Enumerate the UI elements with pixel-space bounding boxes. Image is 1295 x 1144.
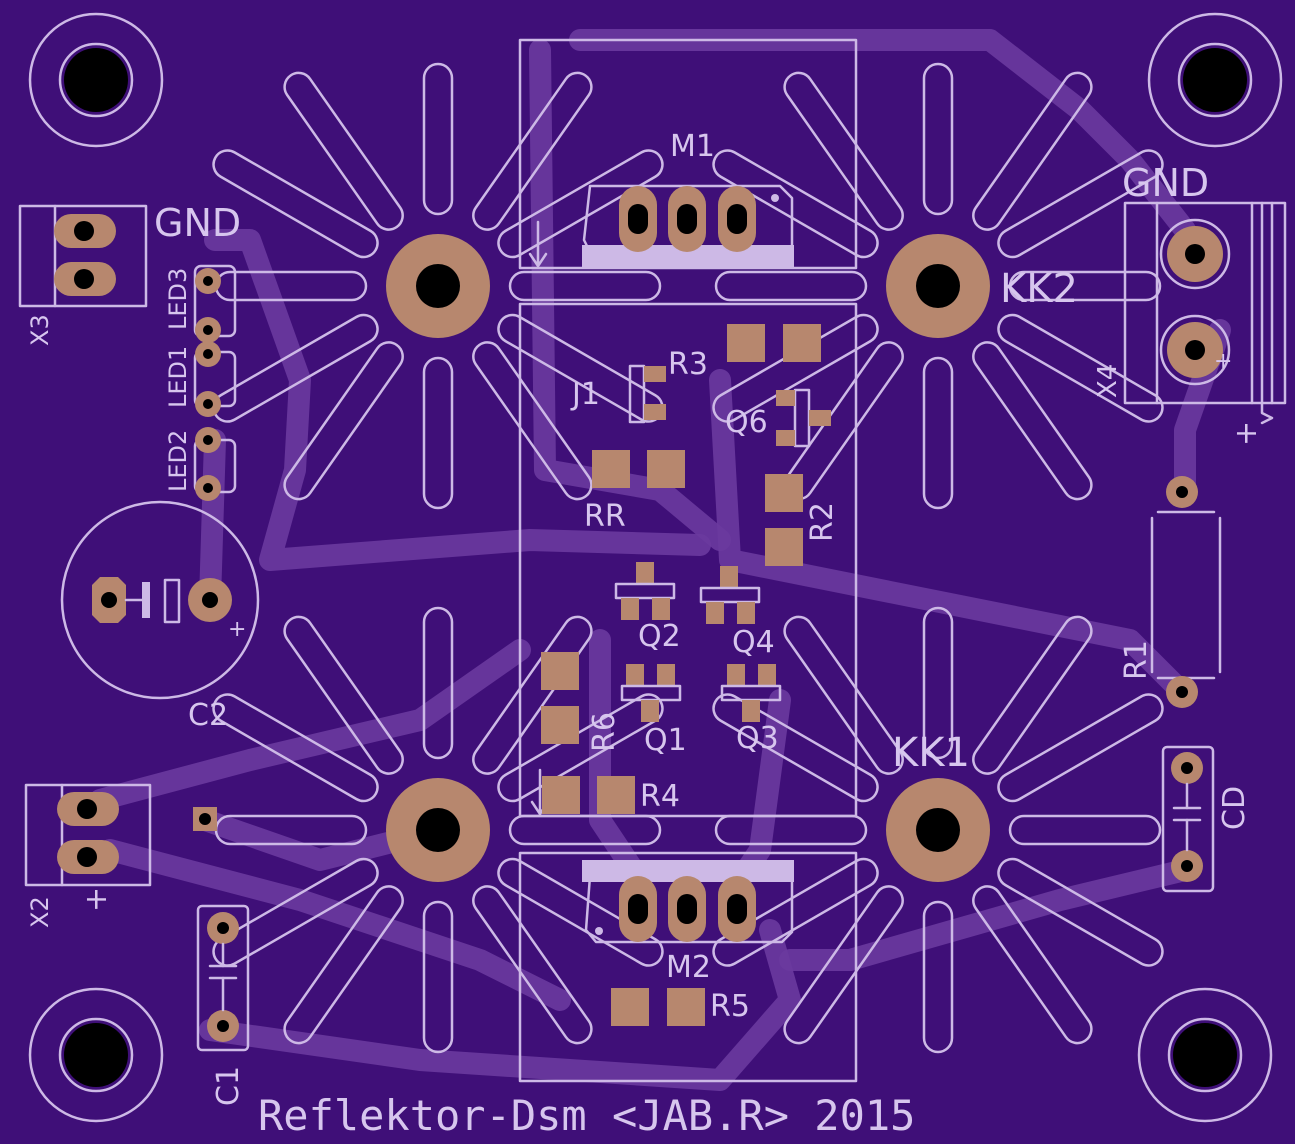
label-r5: R5 — [710, 989, 750, 1024]
terminal-x2 — [24, 783, 152, 887]
mounting-hole — [64, 48, 128, 112]
drill-hole — [416, 264, 460, 308]
heatsink-fin — [422, 62, 454, 216]
label-c1: C1 — [211, 1066, 246, 1106]
label-x4-plus: + — [1229, 421, 1264, 446]
heatsink-fin — [283, 615, 404, 775]
heatsink-fin — [712, 149, 879, 259]
heatsink-fin — [508, 270, 662, 302]
label-led3: LED3 — [164, 268, 192, 330]
label-kk1: KK1 — [892, 730, 970, 776]
drill-hole — [916, 264, 960, 308]
resistor-r1 — [1150, 476, 1222, 708]
label-q2: Q2 — [638, 619, 681, 654]
label-kk2: KK2 — [1000, 266, 1078, 312]
heatsink-fin — [212, 857, 379, 967]
heatsink-fin — [922, 606, 954, 760]
label-x2: X2 — [26, 896, 54, 928]
regulator-m2 — [582, 860, 794, 944]
drill-hole — [916, 808, 960, 852]
capacitor-cd — [1161, 745, 1215, 893]
heatsink-fin — [712, 693, 879, 803]
label-x4-gnd: GND — [1122, 161, 1209, 205]
heatsink-fin — [972, 885, 1093, 1045]
heatsink-fin — [212, 149, 379, 259]
heatsink-fin — [972, 615, 1093, 775]
center-outline-boxes — [518, 38, 858, 1083]
heatsink-fin — [422, 606, 454, 760]
j1-footprint — [628, 364, 666, 424]
heatsink-fin — [283, 885, 404, 1045]
mounting-hole — [1173, 1023, 1237, 1087]
heatsink-fin — [714, 270, 868, 302]
labels: M1 M2 KK2 KK1 GND GND J1 R3 Q6 RR Q2 Q4 … — [26, 129, 1264, 1140]
label-x3-gnd: GND — [154, 201, 241, 245]
mounting-hole — [64, 1023, 128, 1087]
label-c2-plus: + — [228, 617, 246, 642]
heatsink-fin — [997, 313, 1164, 423]
label-cd: CD — [1217, 786, 1252, 830]
heatsink-mounts — [386, 234, 990, 882]
heatsink-fin — [997, 857, 1164, 967]
heatsink-fin — [422, 900, 454, 1054]
label-q1: Q1 — [644, 723, 687, 758]
label-r4: R4 — [640, 779, 680, 814]
regulator-m1 — [582, 184, 794, 267]
heatsink-fin — [283, 341, 404, 501]
label-c2: C2 — [188, 698, 228, 733]
label-x2-plus: + — [79, 887, 114, 912]
label-j1: J1 — [570, 377, 600, 412]
capacitor-c1 — [196, 904, 250, 1052]
capacitor-c2 — [60, 500, 260, 700]
via — [193, 807, 217, 831]
led-column — [193, 264, 237, 501]
label-led1: LED1 — [164, 346, 192, 408]
terminal-x4 — [1123, 201, 1287, 425]
heatsink-fin — [997, 693, 1164, 803]
corner-mounting-holes — [28, 12, 1283, 1123]
smd-pads — [541, 324, 821, 1026]
heatsink-fin — [922, 62, 954, 216]
label-led2: LED2 — [164, 430, 192, 492]
heatsink-fin — [997, 149, 1164, 259]
heatsink-fin — [283, 71, 404, 231]
label-r6: R6 — [587, 712, 622, 752]
label-r2: R2 — [805, 502, 840, 542]
label-q6: Q6 — [725, 405, 768, 440]
label-r3: R3 — [668, 347, 708, 382]
transistors-q1-q4 — [614, 562, 782, 722]
label-q3: Q3 — [736, 721, 779, 756]
label-x3: X3 — [26, 314, 54, 346]
label-x4: X4 — [1093, 364, 1123, 398]
mounting-hole — [1183, 48, 1247, 112]
label-q4: Q4 — [732, 625, 775, 660]
heatsink-fin — [922, 356, 954, 510]
terminal-x3 — [18, 204, 148, 308]
label-x4-pin-plus: + — [1214, 349, 1232, 374]
drill-hole — [416, 808, 460, 852]
q6-footprint — [776, 388, 831, 448]
board-footer-text: Reflektor-Dsm <JAB.R> 2015 — [258, 1091, 915, 1140]
heatsink-fin — [1008, 270, 1162, 302]
heatsink-fin — [712, 857, 879, 967]
heatsink-fin — [1008, 814, 1162, 846]
label-rr: RR — [584, 499, 626, 534]
label-m1: M1 — [670, 129, 715, 164]
heatsink-fin — [972, 341, 1093, 501]
label-m2: M2 — [666, 950, 711, 985]
heatsink-fin — [212, 693, 379, 803]
label-r1: R1 — [1119, 640, 1154, 680]
heatsink-fin — [922, 900, 954, 1054]
heatsink-fin — [422, 356, 454, 510]
heatsink-fin — [972, 71, 1093, 231]
